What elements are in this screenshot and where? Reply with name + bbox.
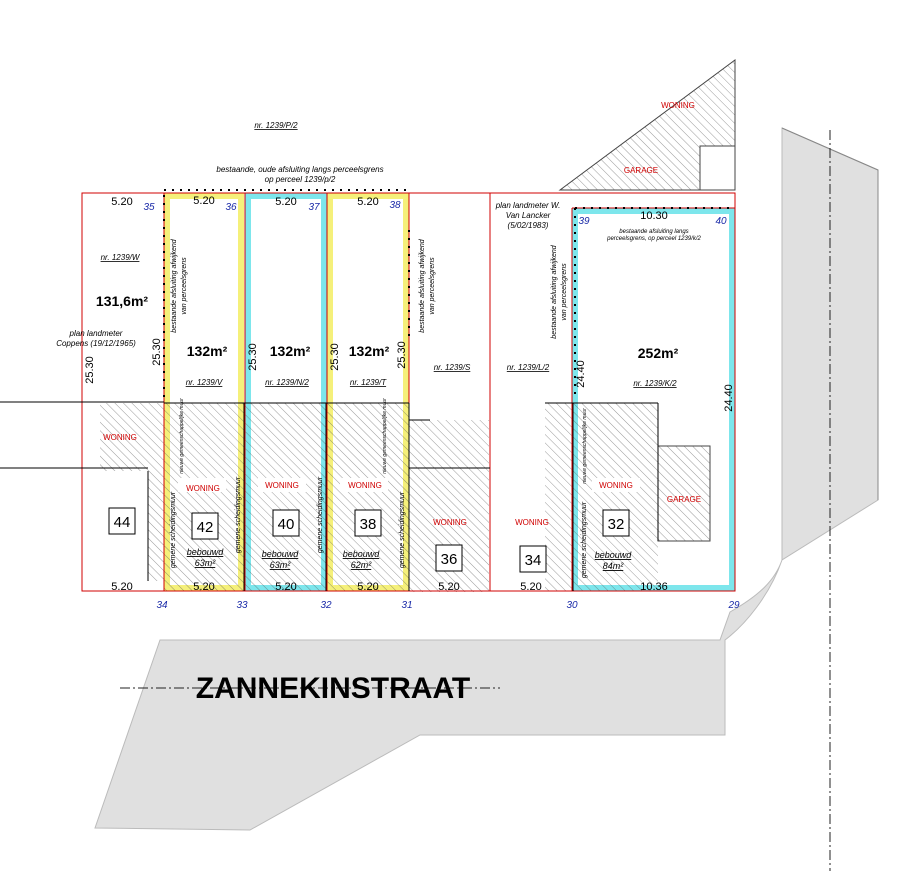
house-number-34: 34 [525,552,542,569]
svg-text:5.20: 5.20 [275,581,296,593]
svg-text:36: 36 [225,202,237,213]
svg-text:10.30: 10.30 [640,210,668,222]
road-surface [94,127,879,831]
svg-text:33: 33 [236,600,248,611]
svg-text:5.20: 5.20 [357,196,378,208]
svg-text:perceelsgrens, op perceel 1239: perceelsgrens, op perceel 1239/k/2 [606,236,701,242]
svg-text:5.20: 5.20 [193,581,214,593]
area-32: 252m² [638,345,679,361]
plan-coppens-1: plan landmeter [69,329,123,338]
svg-text:25.30: 25.30 [396,341,408,369]
svg-text:84m²: 84m² [603,561,625,571]
svg-text:37: 37 [308,202,320,213]
svg-text:40: 40 [715,216,727,227]
svg-text:nieuwe gemeenschappelijke muur: nieuwe gemeenschappelijke muur [382,398,388,474]
svg-text:29: 29 [727,600,740,611]
parcel-k2: nr. 1239/K/2 [633,379,677,388]
svg-text:10.36: 10.36 [640,581,668,593]
svg-text:5.20: 5.20 [111,196,132,208]
svg-text:WONING: WONING [186,484,220,493]
house-number-32: 32 [608,516,625,533]
svg-text:WONING: WONING [661,101,695,110]
svg-text:WONING: WONING [515,518,549,527]
svg-text:62m²: 62m² [351,560,373,570]
svg-text:bestaande afsluiting afwijkend: bestaande afsluiting afwijkend [419,238,426,333]
svg-text:GARAGE: GARAGE [667,495,701,504]
area-40: 132m² [270,343,311,359]
svg-text:bebouwd: bebouwd [343,549,381,559]
svg-text:25.30: 25.30 [151,338,163,366]
svg-text:25.30: 25.30 [247,343,259,371]
svg-text:24.40: 24.40 [575,360,587,388]
svg-text:39: 39 [578,216,590,227]
parcel-n2: nr. 1239/N/2 [265,378,309,387]
plan-wvl-2: Van Lancker [506,211,551,220]
svg-text:WONING: WONING [348,481,382,490]
parcel-1239P2-label: nr. 1239/P/2 [254,121,298,130]
parcel-l2: nr. 1239/L/2 [507,363,550,372]
svg-text:38: 38 [389,200,401,211]
svg-text:32: 32 [320,600,332,611]
svg-text:35: 35 [143,202,155,213]
house-number-36: 36 [441,551,458,568]
house-number-38: 38 [360,516,377,533]
plan-wvl-3: (5/02/1983) [508,221,549,230]
svg-text:nieuwe gemeenschappelijke muur: nieuwe gemeenschappelijke muur [582,408,588,484]
house-number-42: 42 [197,519,214,536]
svg-text:5.20: 5.20 [520,581,541,593]
area-38: 132m² [349,343,390,359]
svg-text:van perceelsgrens: van perceelsgrens [181,257,188,315]
parcel-w: nr. 1239/W [101,253,141,262]
svg-text:gemene scheidingsmuur: gemene scheidingsmuur [581,501,588,578]
street-name: ZANNEKINSTRAAT [196,672,470,705]
svg-text:WONING: WONING [103,433,137,442]
svg-text:5.20: 5.20 [193,195,214,207]
svg-text:5.20: 5.20 [438,581,459,593]
svg-text:GARAGE: GARAGE [624,166,658,175]
svg-text:63m²: 63m² [270,560,292,570]
house-number-44: 44 [114,514,131,531]
parcel-t: nr. 1239/T [350,378,387,387]
svg-text:nieuwe gemeenschappelijke muur: nieuwe gemeenschappelijke muur [179,398,185,474]
svg-text:5.20: 5.20 [357,581,378,593]
svg-text:bestaande afsluiting langs: bestaande afsluiting langs [619,229,688,235]
svg-text:bestaande afsluiting afwijkend: bestaande afsluiting afwijkend [171,238,178,333]
svg-text:van perceelsgrens: van perceelsgrens [429,257,436,315]
svg-text:25.30: 25.30 [84,356,96,384]
svg-text:van perceelsgrens: van perceelsgrens [561,263,568,321]
svg-text:gemene scheidingsmuur: gemene scheidingsmuur [170,491,177,568]
svg-text:bestaande afsluiting afwijkend: bestaande afsluiting afwijkend [551,244,558,339]
svg-text:bebouwd: bebouwd [595,550,633,560]
fence-note-line2: op perceel 1239/p/2 [265,175,336,184]
svg-text:bebouwd: bebouwd [187,547,225,557]
svg-text:5.20: 5.20 [111,581,132,593]
svg-text:30: 30 [566,600,578,611]
parcel-s: nr. 1239/S [434,363,471,372]
fence-note-line1: bestaande, oude afsluiting langs perceel… [216,165,383,174]
svg-text:WONING: WONING [599,481,633,490]
svg-text:5.20: 5.20 [275,196,296,208]
svg-text:25.30: 25.30 [329,343,341,371]
svg-text:31: 31 [401,600,412,611]
svg-text:gemene scheidingsmuur: gemene scheidingsmuur [317,476,324,553]
area-44: 131,6m² [96,293,148,309]
svg-text:34: 34 [156,600,168,611]
svg-text:gemene scheidingsmuur: gemene scheidingsmuur [399,491,406,568]
plan-wvl-1: plan landmeter W. [495,201,561,210]
svg-text:gemene scheidingsmuur: gemene scheidingsmuur [235,476,242,553]
svg-text:WONING: WONING [433,518,467,527]
svg-text:63m²: 63m² [195,558,217,568]
svg-text:WONING: WONING [265,481,299,490]
parcel-v: nr. 1239/V [186,378,223,387]
svg-text:bebouwd: bebouwd [262,549,300,559]
plan-coppens-2: Coppens (19/12/1965) [56,339,136,348]
svg-text:24.40: 24.40 [723,384,735,412]
house-number-40: 40 [278,516,295,533]
area-42: 132m² [187,343,228,359]
